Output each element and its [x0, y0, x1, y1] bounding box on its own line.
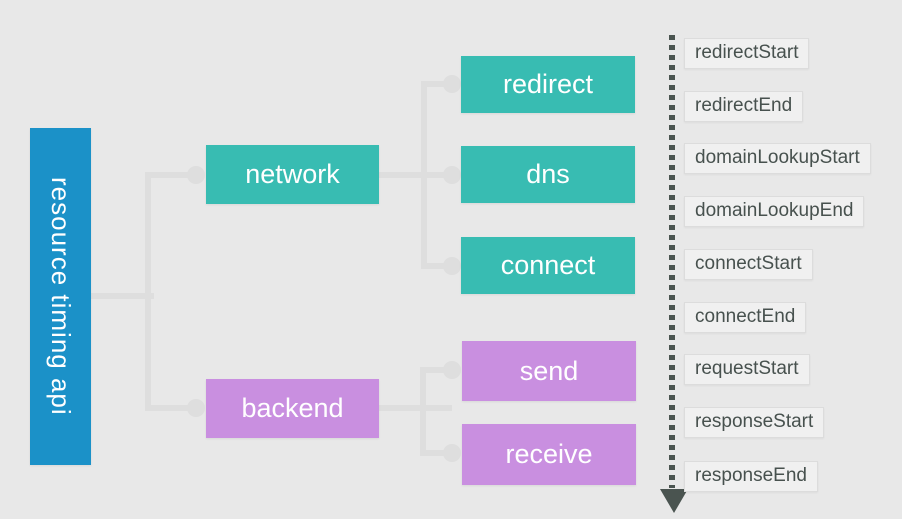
connector-dot-send	[443, 361, 461, 379]
network-label: network	[245, 159, 340, 189]
dns-label: dns	[526, 159, 570, 189]
receive-label: receive	[505, 439, 593, 469]
node-box-redirect: redirect	[461, 56, 635, 113]
connector-dot-network	[187, 166, 205, 184]
connector-dot-backend	[187, 399, 205, 417]
connector-network-branch-vertical	[421, 81, 427, 269]
connector-backend-branch-vertical	[420, 367, 426, 456]
connector-dot-dns	[443, 166, 461, 184]
timeline-label-response-start: responseStart	[684, 407, 825, 438]
connector-dot-connect	[443, 257, 461, 275]
connector-dot-redirect	[443, 75, 461, 93]
send-label: send	[519, 355, 579, 386]
node-box-receive: receive	[462, 424, 636, 485]
connector-backend-out	[379, 405, 452, 411]
timeline-label-redirect-end: redirectEnd	[684, 91, 804, 122]
timeline-label-domain-lookup-start: domainLookupStart	[684, 143, 871, 174]
connector-root-trunk	[91, 293, 154, 299]
group-box-backend: backend	[206, 379, 379, 438]
group-box-network: network	[206, 145, 379, 204]
connect-label: connect	[500, 250, 596, 280]
node-box-dns: dns	[461, 146, 635, 203]
node-box-send: send	[462, 341, 636, 401]
redirect-label: redirect	[502, 69, 594, 99]
timeline-label-response-end: responseEnd	[684, 461, 818, 492]
timeline-arrow-down-icon	[660, 489, 688, 513]
connector-to-receive	[420, 450, 452, 456]
connector-to-connect	[421, 263, 452, 269]
node-box-connect: connect	[461, 237, 635, 294]
connector-root-branch-vertical	[145, 172, 151, 411]
connector-to-network	[145, 172, 196, 178]
connector-network-out	[379, 172, 452, 178]
root-box-resource-timing-api: resource timing api	[30, 128, 91, 465]
connector-to-redirect	[421, 81, 452, 87]
timeline-dotted-line	[669, 35, 675, 488]
connector-dot-receive	[443, 444, 461, 462]
timeline-label-connect-start: connectStart	[684, 249, 813, 280]
timeline-label-redirect-start: redirectStart	[684, 38, 810, 69]
connector-to-backend	[145, 405, 196, 411]
connector-to-send	[420, 367, 452, 373]
root-box-label: resource timing api	[46, 177, 76, 416]
backend-label: backend	[241, 393, 344, 423]
timeline-label-request-start: requestStart	[684, 354, 810, 385]
timeline-label-connect-end: connectEnd	[684, 302, 807, 333]
timeline-label-domain-lookup-end: domainLookupEnd	[684, 196, 865, 227]
